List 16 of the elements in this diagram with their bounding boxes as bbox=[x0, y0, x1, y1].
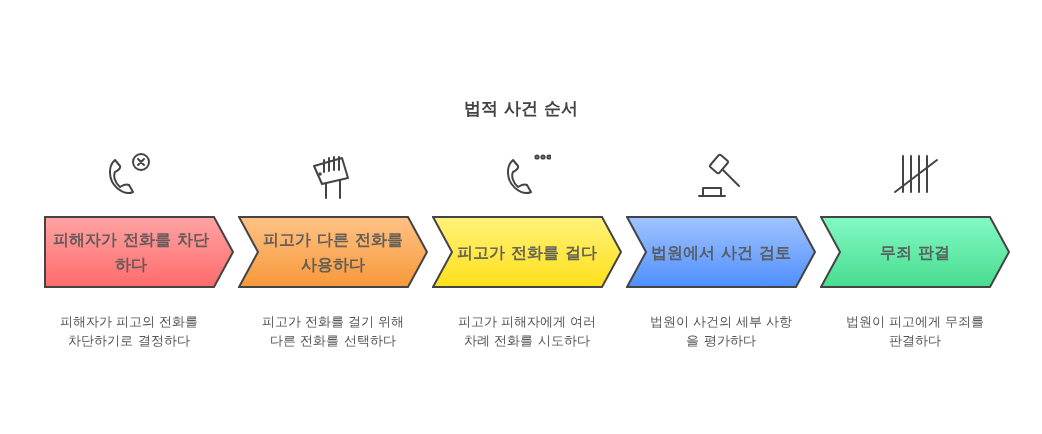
chevron-step bbox=[238, 216, 428, 288]
chevron-step bbox=[432, 216, 622, 288]
step-description: 피해자가 피고의 전화를 차단하기로 결정하다 bbox=[58, 313, 200, 350]
step-label: 무죄 판결 bbox=[880, 241, 950, 264]
step-label: 법원에서 사건 검토 bbox=[651, 241, 791, 264]
chevron-step bbox=[44, 216, 234, 288]
diagram-title: 법적 사건 순서 bbox=[463, 97, 579, 120]
step-description: 피고가 전화를 걸기 위해 다른 전화를 선택하다 bbox=[260, 313, 406, 350]
step-description: 법원이 사건의 세부 사항을 평가하다 bbox=[648, 313, 794, 350]
step-description: 법원이 피고에게 무죄를 판결하다 bbox=[844, 313, 986, 350]
step-label: 피해자가 전화를 차단하다 bbox=[52, 229, 210, 276]
chevron-step bbox=[626, 216, 816, 288]
step-label: 피고가 전화를 걸다 bbox=[457, 241, 597, 264]
step-label: 피고가 다른 전화를 사용하다 bbox=[262, 229, 404, 276]
step-description: 피고가 피해자에게 여러 차례 전화를 시도하다 bbox=[456, 313, 598, 350]
chevron-step bbox=[820, 216, 1010, 288]
